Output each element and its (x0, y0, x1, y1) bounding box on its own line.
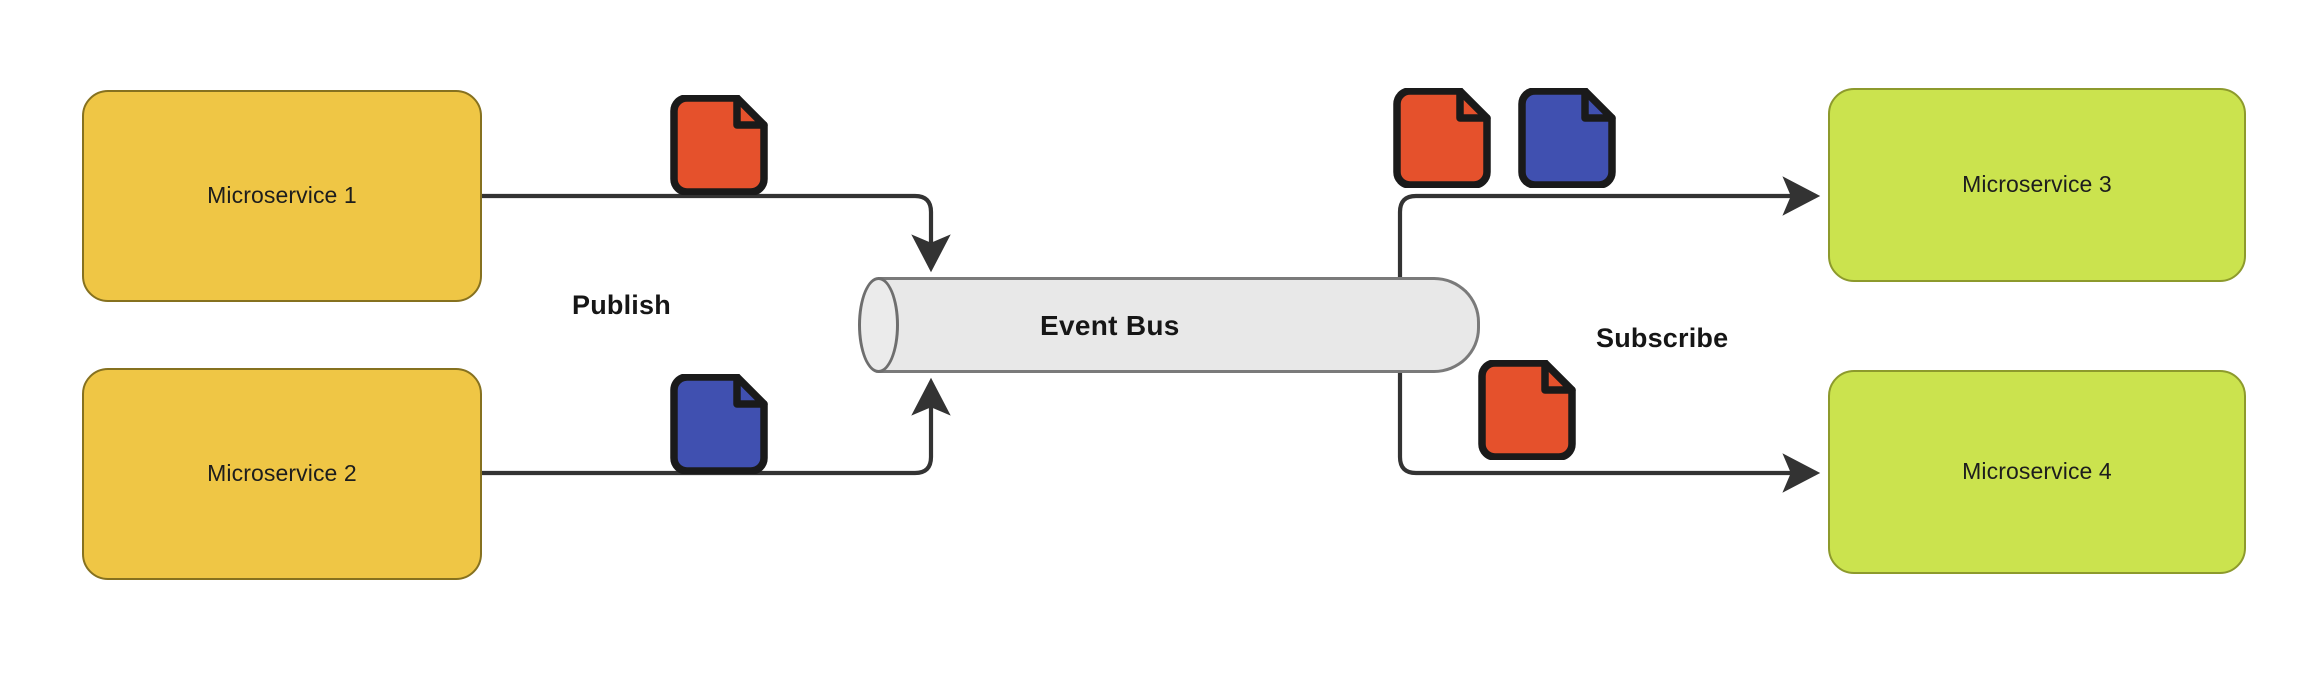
node-microservice-3[interactable]: Microservice 3 (1828, 88, 2246, 282)
document-icon (670, 374, 768, 474)
document-icon (670, 95, 768, 195)
subscribe-label: Subscribe (1596, 323, 1729, 353)
event-bus-cap-ellipse (858, 277, 899, 373)
node-microservice-4[interactable]: Microservice 4 (1828, 370, 2246, 574)
document-icon (1478, 360, 1576, 460)
document-icon (1518, 88, 1616, 188)
node-label: Microservice 3 (1962, 171, 2112, 198)
wire-ms1-to-bus (482, 193, 951, 273)
event-bus-cylinder[interactable] (878, 277, 1480, 373)
node-label: Microservice 4 (1962, 458, 2112, 485)
node-microservice-2[interactable]: Microservice 2 (82, 368, 482, 580)
document-icon (1393, 88, 1491, 188)
node-label: Microservice 1 (207, 182, 357, 209)
event-bus-label: Event Bus (1040, 310, 1180, 341)
publish-label: Publish (572, 290, 671, 320)
node-label: Microservice 2 (207, 460, 357, 487)
node-microservice-1[interactable]: Microservice 1 (82, 90, 482, 302)
